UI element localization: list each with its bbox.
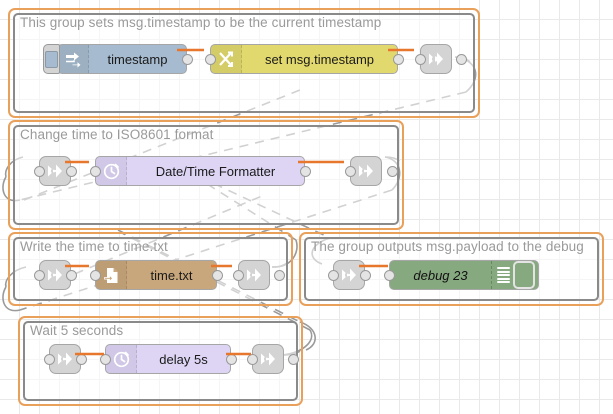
debug-node-controls[interactable]	[491, 261, 538, 289]
port-out-linkout-5[interactable]	[288, 354, 299, 365]
port-in-delay[interactable]	[100, 354, 111, 365]
group-iso8601-label: Change time to ISO8601 format	[20, 127, 214, 142]
node-file-write[interactable]: time.txt	[95, 260, 217, 290]
port-in-linkout-5[interactable]	[247, 354, 258, 365]
port-out-inject[interactable]	[182, 54, 193, 65]
port-out-change[interactable]	[393, 54, 404, 65]
node-link-out-2[interactable]	[350, 156, 382, 186]
node-debug-23-label: debug 23	[413, 267, 468, 283]
group-debug-label: The group outputs msg.payload to the deb…	[311, 239, 584, 254]
port-out-linkout-2[interactable]	[387, 166, 398, 177]
port-out-date[interactable]	[300, 166, 311, 177]
inject-arrow-icon	[58, 45, 89, 73]
group-write-file[interactable]: Write the time to time.txt time.txt	[8, 232, 293, 306]
link-in-icon	[58, 352, 72, 366]
port-out-linkout-1[interactable]	[456, 54, 467, 65]
change-shuffle-icon	[211, 45, 242, 73]
port-in-linkin-3[interactable]	[34, 270, 45, 281]
port-in-date[interactable]	[90, 166, 101, 177]
node-file-write-label: time.txt	[150, 267, 193, 283]
port-out-file[interactable]	[212, 270, 223, 281]
node-inject-timestamp-label: timestamp	[107, 51, 168, 67]
inject-button-square-icon	[45, 50, 58, 68]
port-in-linkout-2[interactable]	[345, 166, 356, 177]
port-out-linkin-2[interactable]	[66, 166, 77, 177]
port-in-linkin-2[interactable]	[34, 166, 45, 177]
port-in-linkin-4[interactable]	[328, 270, 339, 281]
port-out-linkout-3[interactable]	[274, 270, 285, 281]
node-delay-label: delay 5s	[159, 351, 208, 367]
link-curve-in-5	[2, 286, 21, 312]
file-document-icon	[96, 261, 127, 289]
group-debug[interactable]: The group outputs msg.payload to the deb…	[299, 232, 604, 306]
port-in-debug[interactable]	[384, 270, 395, 281]
node-change-set-timestamp[interactable]: set msg.timestamp	[210, 44, 398, 74]
link-out-icon	[261, 352, 275, 366]
clock-icon	[106, 345, 137, 373]
link-in-icon	[342, 268, 356, 282]
link-out-icon	[359, 164, 373, 178]
link-in-icon	[48, 268, 62, 282]
node-delay[interactable]: delay 5s	[105, 344, 231, 374]
clock-icon	[96, 157, 127, 185]
port-in-linkout-1[interactable]	[415, 54, 426, 65]
node-change-label: set msg.timestamp	[264, 51, 375, 67]
group-timestamp[interactable]: This group sets msg.timestamp to be the …	[8, 8, 480, 118]
link-curve-5-end	[299, 321, 316, 351]
link-out-icon	[247, 268, 261, 282]
debug-toggle-button[interactable]	[513, 261, 535, 289]
group-iso8601[interactable]: Change time to ISO8601 format Date/Time …	[8, 120, 404, 230]
port-in-linkin-5[interactable]	[44, 354, 55, 365]
node-link-out-5[interactable]	[252, 344, 284, 374]
debug-list-icon	[497, 267, 510, 283]
node-debug-23[interactable]: debug 23	[389, 260, 539, 290]
port-in-change[interactable]	[205, 54, 216, 65]
group-wait[interactable]: Wait 5 seconds delay 5s	[18, 316, 303, 406]
link-in-icon	[48, 164, 62, 178]
link-out-icon	[429, 52, 443, 66]
port-out-linkin-3[interactable]	[66, 270, 77, 281]
inject-trigger-button[interactable]	[43, 44, 60, 74]
port-in-file[interactable]	[90, 270, 101, 281]
group-timestamp-label: This group sets msg.timestamp to be the …	[20, 15, 382, 30]
group-wait-label: Wait 5 seconds	[30, 323, 124, 338]
node-date-formatter-label: Date/Time Formatter	[155, 163, 276, 179]
node-inject-timestamp[interactable]: timestamp	[43, 44, 187, 74]
port-out-linkin-4[interactable]	[360, 270, 371, 281]
port-in-linkout-3[interactable]	[233, 270, 244, 281]
group-write-file-label: Write the time to time.txt	[20, 239, 168, 254]
node-date-formatter[interactable]: Date/Time Formatter	[95, 156, 305, 186]
